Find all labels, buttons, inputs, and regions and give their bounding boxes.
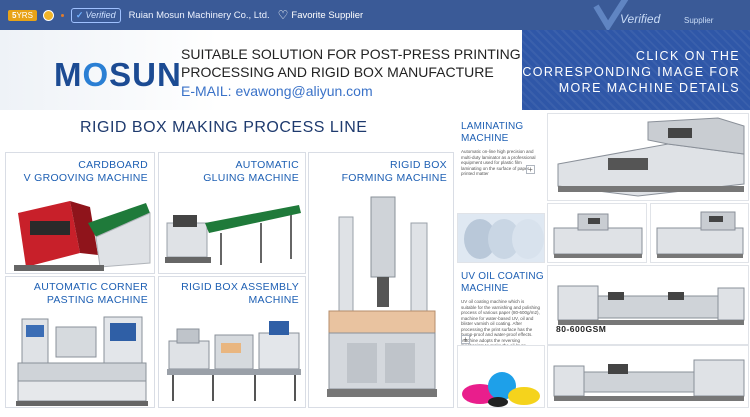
assembly-label-line-1: RIGID BOX ASSEMBLY [181, 281, 299, 293]
medal-icon [42, 9, 54, 21]
laminating-machine-drawing [557, 117, 745, 197]
box-forming-machine-card[interactable]: RIGID BOX FORMING MACHINE [308, 152, 454, 408]
gsm-range-label: 80-600GSM [556, 324, 607, 334]
verified-badge[interactable]: ✓ Verified [70, 7, 121, 23]
forming-label-line-2: FORMING MACHINE [341, 172, 447, 184]
verified-supplier-watermark: Verified Supplier [593, 0, 714, 30]
laminating-machine-image[interactable] [547, 113, 749, 201]
verified-check-icon: ✓ [75, 9, 84, 20]
uv-title-line-2: MACHINE [461, 283, 509, 294]
logo-m: M [54, 56, 83, 93]
uv-title-line-1: UV OIL COATING [461, 271, 544, 282]
tagline-line-1: SUITABLE SOLUTION FOR POST-PRESS PRINTIN… [181, 46, 521, 62]
gluing-machine-card[interactable]: AUTOMATIC GLUING MACHINE [158, 152, 306, 274]
laminator-variant-2-image[interactable] [650, 203, 749, 263]
gluing-label: AUTOMATIC GLUING MACHINE [159, 159, 299, 185]
ink-splash-image[interactable] [457, 345, 545, 408]
laminating-description: Automatic on-line high precision and mul… [461, 149, 536, 176]
v-grooving-label-line-1: CARDBOARD [78, 159, 148, 171]
gluing-label-line-2: GLUING MACHINE [203, 172, 299, 184]
box-assembly-machine-card[interactable]: RIGID BOX ASSEMBLY MACHINE [158, 276, 306, 408]
laminating-title-line-1: LAMINATING [461, 121, 524, 132]
process-line-title: RIGID BOX MAKING PROCESS LINE [80, 119, 368, 136]
plus-icon[interactable]: + [526, 165, 535, 174]
supplier-bar: 5YRS ✓ Verified Ruian Mosun Machinery Co… [0, 0, 750, 30]
forming-label: RIGID BOX FORMING MACHINE [309, 159, 447, 185]
box-assembly-machine-image [167, 321, 301, 401]
logo-sun: SUN [109, 56, 182, 93]
corner-pasting-machine-image [16, 316, 148, 406]
uv-coating-line-image[interactable] [547, 345, 749, 408]
banner-left: MOSUN SUITABLE SOLUTION FOR POST-PRESS P… [0, 30, 545, 110]
box-forming-machine-image [327, 196, 437, 397]
watermark-verified-text: Verified [620, 12, 661, 26]
corner-pasting-label-line-1: AUTOMATIC CORNER [33, 281, 148, 293]
assembly-label: RIGID BOX ASSEMBLY MACHINE [159, 281, 299, 307]
film-roll-image[interactable] [457, 213, 545, 263]
laminator-variant-1-image[interactable] [547, 203, 647, 263]
tagline-line-2: PROCESSING AND RIGID BOX MANUFACTURE [181, 64, 494, 80]
v-grooving-machine-card[interactable]: CARDBOARD V GROOVING MACHINE [5, 152, 155, 274]
cta-line-1: CLICK ON THE [635, 49, 740, 63]
uv-coating-title: UV OIL COATING MACHINE [461, 271, 545, 295]
gluing-machine-image [165, 205, 301, 265]
v-grooving-label: CARDBOARD V GROOVING MACHINE [6, 159, 148, 185]
laminator-variant-1-drawing [553, 213, 643, 258]
dot-separator [60, 13, 64, 17]
cta-line-3: MORE MACHINE DETAILS [558, 81, 740, 95]
assembly-label-line-2: MACHINE [248, 294, 299, 306]
ink-splash-drawing [458, 346, 544, 407]
uv-description: UV oil coating machine which is suitable… [461, 299, 541, 345]
company-name[interactable]: Ruian Mosun Machinery Co., Ltd. [128, 9, 270, 21]
header-banner: MOSUN SUITABLE SOLUTION FOR POST-PRESS P… [0, 30, 750, 110]
laminator-variant-2-drawing [656, 211, 744, 258]
heart-icon: ♡ [277, 8, 289, 22]
logo-o: O [82, 56, 110, 93]
film-roll-drawing [458, 214, 544, 262]
favorite-supplier-button[interactable]: ♡ Favorite Supplier [278, 8, 364, 22]
uv-coating-info[interactable]: UV OIL COATING MACHINE UV oil coating ma… [457, 265, 545, 345]
uv-coating-machine-image[interactable]: 80-600GSM [547, 265, 749, 345]
corner-pasting-machine-card[interactable]: AUTOMATIC CORNER PASTING MACHINE [5, 276, 155, 408]
years-badge: 5YRS [8, 9, 37, 21]
plus-icon[interactable]: + [461, 335, 470, 344]
uv-coating-machine-drawing [557, 285, 745, 325]
laminating-info[interactable]: LAMINATING MACHINE Automatic on-line hig… [457, 113, 545, 213]
mosun-logo[interactable]: MOSUN [54, 56, 182, 94]
v-grooving-label-line-2: V GROOVING MACHINE [23, 172, 148, 184]
cta-panel: CLICK ON THE CORRESPONDING IMAGE FOR MOR… [522, 30, 750, 110]
watermark-supplier-text: Supplier [684, 16, 714, 25]
corner-pasting-label-line-2: PASTING MACHINE [46, 294, 148, 306]
gluing-label-line-1: AUTOMATIC [235, 159, 299, 171]
forming-label-line-1: RIGID BOX [390, 159, 447, 171]
laminating-title: LAMINATING MACHINE [461, 121, 545, 145]
laminating-title-line-2: MACHINE [461, 133, 509, 144]
v-grooving-machine-image [14, 201, 151, 271]
cta-line-2: CORRESPONDING IMAGE FOR [522, 65, 740, 79]
favorite-label: Favorite Supplier [291, 9, 364, 21]
corner-pasting-label: AUTOMATIC CORNER PASTING MACHINE [6, 281, 148, 307]
email-text[interactable]: E-MAIL: evawong@aliyun.com [181, 83, 373, 99]
uv-coating-line-drawing [553, 359, 745, 401]
verified-label: Verified [85, 10, 116, 20]
